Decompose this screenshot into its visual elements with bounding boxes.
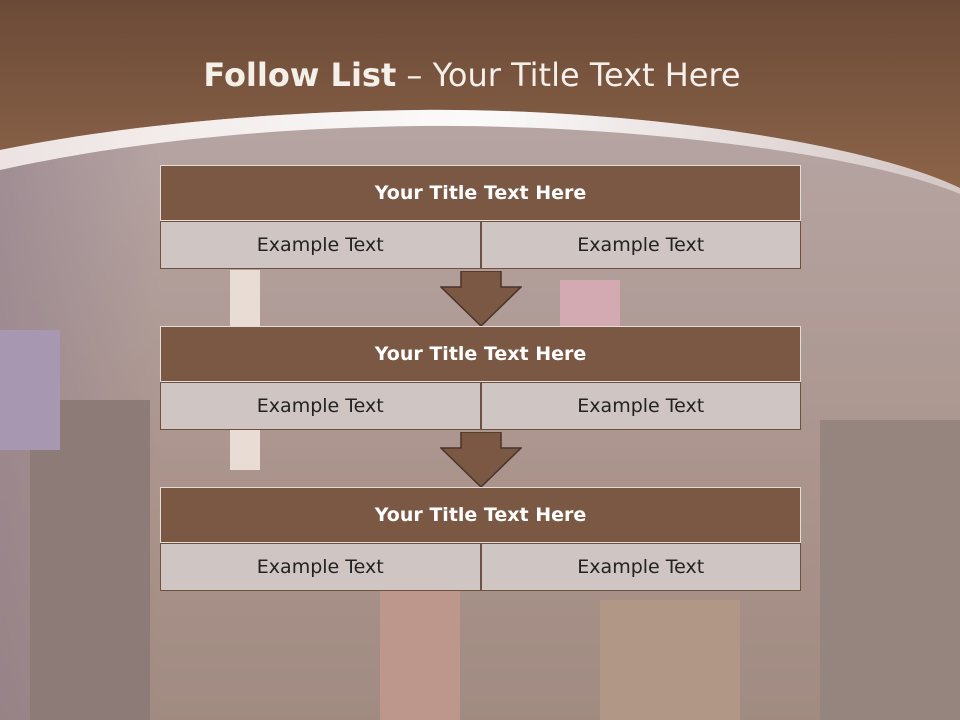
step-block-2: Your Title Text Here Example Text Exampl… <box>160 326 801 430</box>
step-cell-left: Example Text <box>160 221 481 269</box>
building-shape <box>600 600 740 720</box>
building-shape <box>820 420 960 720</box>
step-cell-right: Example Text <box>480 543 801 591</box>
step-block-3: Your Title Text Here Example Text Exampl… <box>160 487 801 591</box>
down-arrow-icon <box>440 271 522 327</box>
step-row: Example Text Example Text <box>160 382 801 430</box>
step-cell-right: Example Text <box>480 382 801 430</box>
building-shape <box>30 400 150 720</box>
step-cell-left: Example Text <box>160 543 481 591</box>
step-title: Your Title Text Here <box>160 487 801 543</box>
building-shape <box>380 580 460 720</box>
step-cell-right: Example Text <box>480 221 801 269</box>
step-title: Your Title Text Here <box>160 165 801 221</box>
step-row: Example Text Example Text <box>160 543 801 591</box>
page-title: Follow List – Your Title Text Here <box>0 56 944 94</box>
step-cell-left: Example Text <box>160 382 481 430</box>
header-banner <box>0 0 960 194</box>
step-title: Your Title Text Here <box>160 326 801 382</box>
down-arrow-icon <box>440 432 522 488</box>
step-block-1: Your Title Text Here Example Text Exampl… <box>160 165 801 269</box>
step-row: Example Text Example Text <box>160 221 801 269</box>
title-bold: Follow List <box>203 56 397 94</box>
title-rest: – Your Title Text Here <box>396 56 741 94</box>
building-shape <box>0 330 60 450</box>
